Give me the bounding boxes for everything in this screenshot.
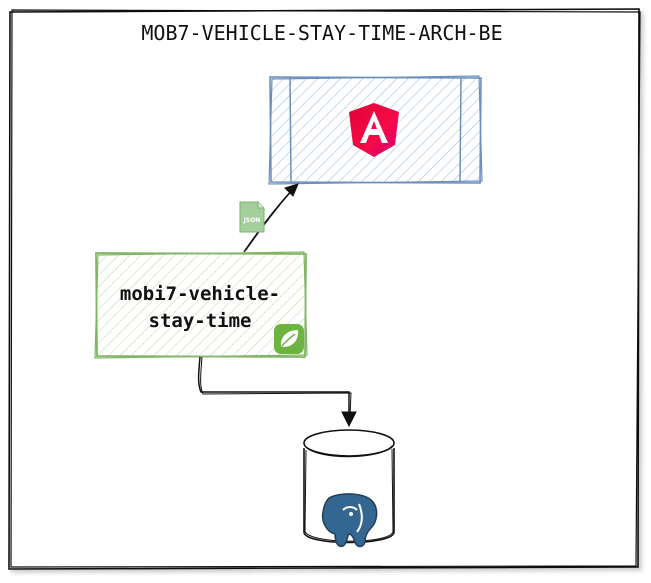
spring-leaf-icon	[274, 324, 304, 354]
connector-service-to-database	[197, 356, 357, 428]
json-file-icon: JSON	[239, 201, 265, 233]
service-name-line2: stay-time	[149, 310, 252, 332]
angular-logo-icon	[349, 103, 399, 157]
database-cylinder[interactable]	[303, 429, 395, 548]
json-label: JSON	[243, 217, 261, 224]
connector-service-to-frontend	[243, 183, 299, 253]
frontend-app-box[interactable]	[268, 75, 483, 185]
diagram-title: MOB7-VEHICLE-STAY-TIME-ARCH-BE	[141, 21, 502, 45]
service-box[interactable]: mobi7-vehicle- stay-time	[94, 251, 308, 359]
postgresql-elephant-icon	[321, 493, 378, 548]
service-name-line1: mobi7-vehicle-	[120, 283, 280, 305]
